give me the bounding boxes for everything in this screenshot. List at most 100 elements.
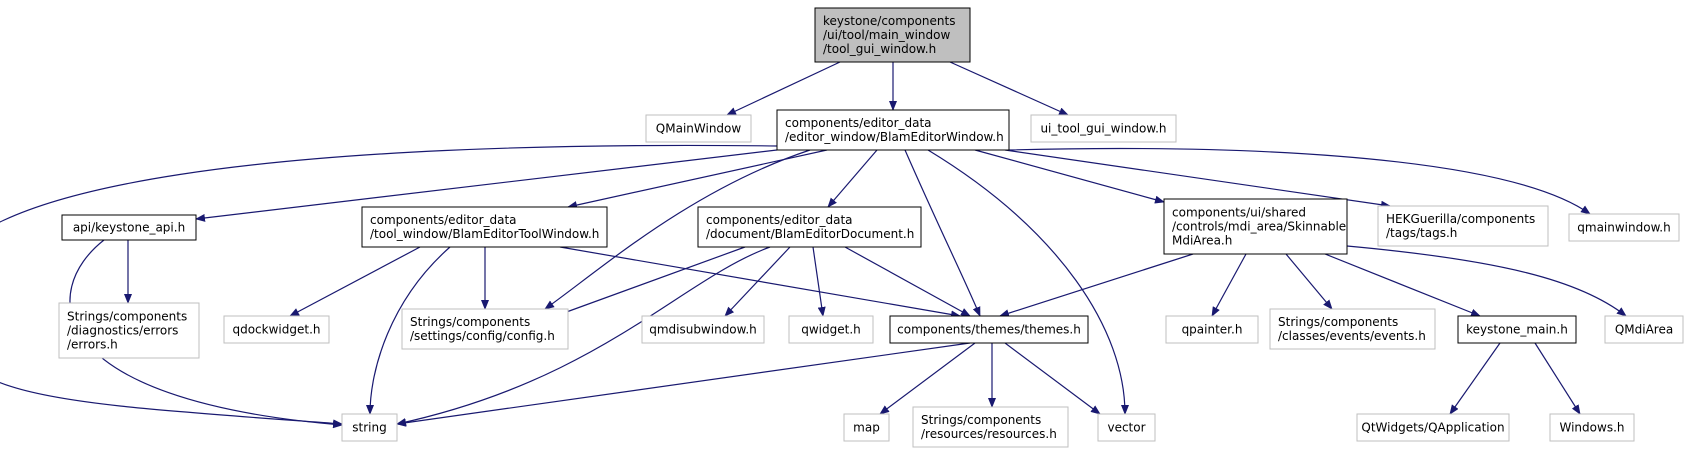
edge-blam_editor_tool_window-to-qdockwidget (289, 246, 421, 317)
edge-blam_editor_document-to-config (549, 246, 746, 319)
node-box (814, 7, 971, 63)
edge-blam_editor_window-to-keystone_api (195, 149, 778, 222)
edge-blam_editor_window-to-blam_editor_tool_window (567, 149, 828, 209)
node-keystone-main[interactable]: keystone_main.h (1457, 315, 1577, 344)
node-blam-editor-tool-window[interactable]: components/editor_data/tool_window/BlamE… (361, 206, 608, 248)
node-label-line: Strings/components (1278, 315, 1398, 329)
node-qwidget: qwidget.h (788, 315, 874, 344)
node-events: Strings/components/classes/events/events… (1269, 308, 1436, 350)
node-label-line: components/editor_data (370, 213, 517, 227)
node-box (697, 206, 922, 248)
node-themes[interactable]: components/themes/themes.h (889, 315, 1089, 344)
node-label-line: string (352, 421, 386, 435)
node-box (788, 315, 874, 344)
node-label-line: keystone/components (823, 14, 955, 28)
node-qpainter: qpainter.h (1165, 315, 1259, 344)
node-box (1377, 205, 1549, 247)
edge-blam_editor_document-to-string (396, 246, 771, 426)
node-box (641, 315, 765, 344)
node-box (889, 315, 1089, 344)
edge-skinnable_mdi_area-to-themes (999, 253, 1194, 318)
node-config: Strings/components/settings/config/confi… (401, 308, 569, 350)
edge-root-to-ui_tool_gui_window (949, 61, 1069, 116)
edge-themes-to-string (396, 342, 971, 427)
node-windows-h: Windows.h (1549, 413, 1635, 442)
node-box (361, 206, 608, 248)
node-string: string (341, 413, 398, 442)
node-box (1457, 315, 1577, 344)
dependency-edges (0, 61, 1627, 429)
edge-root-to-qmainwindow_cls (726, 61, 841, 116)
node-label-line: QtWidgets/QApplication (1361, 421, 1504, 435)
edge-skinnable_mdi_area-to-events (1285, 253, 1333, 310)
node-qmdisubwindow: qmdisubwindow.h (641, 315, 765, 344)
edge-blam_editor_document-to-themes (844, 246, 971, 317)
node-box (401, 308, 569, 350)
node-label-line: /tool_window/BlamEditorToolWindow.h (370, 227, 599, 241)
edge-blam_editor_document-to-qwidget (812, 246, 826, 317)
node-label-line: /settings/config/config.h (410, 329, 555, 343)
edge-keystone_main-to-qapplication (1449, 342, 1501, 415)
node-ui-tool-gui-window: ui_tool_gui_window.h (1030, 114, 1177, 143)
node-label-line: map (853, 421, 880, 435)
node-label-line: /editor_window/BlamEditorWindow.h (785, 130, 1004, 144)
node-label-line: components/editor_data (706, 213, 853, 227)
node-box (1356, 413, 1510, 442)
node-box (1549, 413, 1635, 442)
node-label-line: QMdiArea (1615, 323, 1673, 337)
node-box (1030, 114, 1177, 143)
edge-skinnable_mdi_area-to-keystone_main (1324, 253, 1481, 317)
node-map: map (843, 413, 890, 442)
node-box (1097, 413, 1156, 442)
edge-blam_editor_window-to-hek_tags (1004, 149, 1391, 209)
edge-blam_editor_tool_window-to-string (366, 246, 451, 415)
node-label-line: /controls/mdi_area/Skinnable (1172, 220, 1346, 234)
node-box (1568, 213, 1680, 242)
edge-blam_editor_window-to-config (544, 149, 811, 310)
node-label-line: qpainter.h (1182, 323, 1243, 337)
node-box (843, 413, 890, 442)
node-box (645, 114, 752, 143)
node-blam-editor-window[interactable]: components/editor_data/editor_window/Bla… (776, 109, 1010, 151)
node-label-line: qwidget.h (801, 323, 861, 337)
edge-themes-to-vector (1004, 342, 1101, 415)
node-root[interactable]: keystone/components/ui/tool/main_window/… (814, 7, 971, 63)
edge-blam_editor_window-to-vector (927, 149, 1129, 415)
edge-blam_editor_window-to-themes (904, 149, 981, 317)
node-blam-editor-document[interactable]: components/editor_data/document/BlamEdit… (697, 206, 922, 248)
node-resources: Strings/components/resources/resources.h (912, 406, 1069, 448)
edge-blam_editor_window-to-qmainwindow_h (1008, 147, 1591, 215)
edge-themes-to-map (879, 342, 976, 415)
node-label-line: /tool_gui_window.h (823, 42, 936, 56)
node-label-line: qmainwindow.h (1577, 221, 1670, 235)
node-label-line: /ui/tool/main_window (823, 28, 950, 42)
edge-skinnable_mdi_area-to-qmdiarea (1346, 245, 1627, 317)
node-label-line: components/editor_data (785, 116, 932, 130)
node-keystone-api[interactable]: api/keystone_api.h (61, 214, 197, 241)
node-box (58, 302, 200, 359)
edge-blam_editor_window-to-skinnable_mdi_area (974, 149, 1165, 204)
node-qmdiarea: QMdiArea (1604, 315, 1684, 344)
node-qmainwindow-cls: QMainWindow (645, 114, 752, 143)
node-label-line: Windows.h (1560, 421, 1625, 435)
edge-skinnable_mdi_area-to-qpainter (1211, 253, 1247, 317)
node-label-line: Strings/components (921, 413, 1041, 427)
node-box (1163, 198, 1348, 255)
node-box (1269, 308, 1436, 350)
node-box (776, 109, 1010, 151)
edge-blam_editor_window-to-blam_editor_document (827, 149, 878, 208)
node-skinnable-mdi-area[interactable]: components/ui/shared/controls/mdi_area/S… (1163, 198, 1348, 255)
node-box (1604, 315, 1684, 344)
node-label-line: Strings/components (67, 310, 187, 324)
node-label-line: qdockwidget.h (232, 323, 320, 337)
node-qmainwindow-h: qmainwindow.h (1568, 213, 1680, 242)
node-qdockwidget: qdockwidget.h (223, 315, 330, 344)
node-label-line: MdiArea.h (1172, 234, 1232, 248)
node-label-line: /resources/resources.h (921, 427, 1057, 441)
node-label-line: /document/BlamEditorDocument.h (706, 227, 914, 241)
file-nodes: keystone/components/ui/tool/main_window/… (58, 7, 1684, 448)
node-label-line: vector (1107, 421, 1145, 435)
edge-blam_editor_window-to-string (0, 144, 778, 428)
node-qapplication: QtWidgets/QApplication (1356, 413, 1510, 442)
